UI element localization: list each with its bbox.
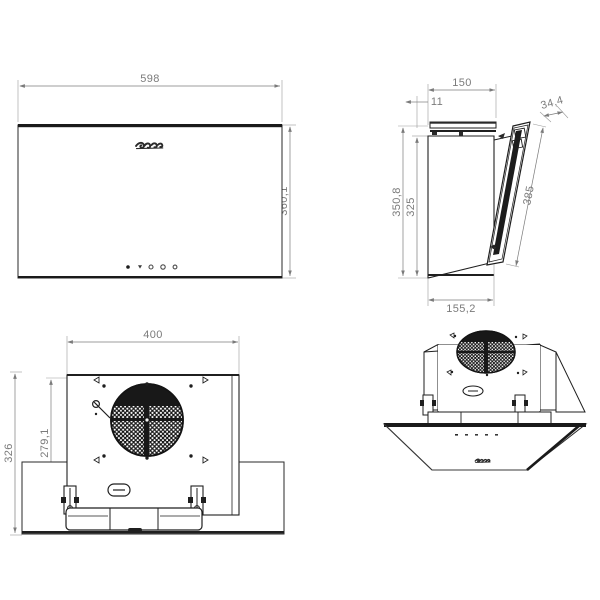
iso-control-5-icon[interactable] — [495, 434, 498, 436]
iso-screw-4 — [485, 373, 489, 377]
dim-side-bottom-depth-label: 155,2 — [446, 303, 476, 315]
plan-body-back-edge — [67, 374, 239, 376]
iso-arrow-bl — [446, 369, 452, 376]
iso-grease-filter — [427, 411, 552, 425]
dim-front-width-label: 598 — [140, 73, 160, 85]
plan-filter-handle[interactable] — [128, 528, 142, 532]
front-glass-panel — [17, 124, 283, 279]
front-top-edge — [18, 124, 282, 128]
side-elevation-view: 150 11 34,4 350,8 325 — [391, 77, 569, 315]
plan-screw-3 — [189, 384, 193, 388]
dimension-collar-offset: 11 — [405, 96, 443, 108]
iso-control-3-icon[interactable] — [475, 434, 478, 436]
side-glass-core — [493, 130, 522, 255]
dim-side-body-height-label: 325 — [405, 197, 417, 217]
plan-screw-5 — [145, 456, 149, 460]
plan-screw-6 — [189, 454, 193, 458]
iso-screw-2 — [514, 335, 518, 339]
plan-arrow-tl — [93, 376, 100, 384]
side-duct-collar-top — [430, 121, 496, 124]
side-body-outline — [427, 135, 495, 279]
iso-control-2-icon[interactable] — [465, 434, 468, 436]
plan-arrow-bl — [93, 456, 100, 464]
plan-arrow-tr — [202, 376, 209, 384]
front-bottom-edge — [18, 276, 282, 278]
control-speed-3-icon[interactable] — [160, 264, 166, 270]
control-power-icon[interactable] — [126, 265, 130, 269]
dim-plan-outer-depth-label: 326 — [3, 443, 15, 463]
iso-arrow-br — [522, 369, 528, 376]
dim-plan-width-label: 400 — [143, 329, 163, 341]
dimension-side-collar-width: 150 — [428, 77, 495, 92]
side-body-bottom-edge — [428, 274, 494, 276]
iso-control-1-icon[interactable] — [455, 434, 458, 436]
iso-body-right-wall — [555, 351, 586, 413]
dim-glass-length-label: 385 — [521, 185, 537, 206]
side-body-top-edge — [430, 130, 496, 132]
iso-control-panel[interactable] — [455, 434, 498, 436]
front-control-panel[interactable] — [126, 264, 178, 270]
dimension-glass-length: 385 — [505, 123, 547, 268]
isometric-view — [382, 330, 588, 471]
control-light-icon[interactable] — [172, 264, 178, 270]
iso-whirlpool-logo — [474, 458, 491, 463]
dimension-side-bottom-depth: 155,2 — [428, 298, 493, 315]
plan-hinge-bracket-left — [61, 485, 79, 515]
side-hinge-tab — [498, 133, 505, 139]
iso-control-4-icon[interactable] — [485, 434, 488, 436]
plan-grease-filter — [65, 507, 203, 532]
plan-bottom-view: 400 279,1 326 — [3, 329, 285, 536]
release-knob-icon[interactable] — [107, 483, 131, 497]
iso-fan-grille-icon — [456, 330, 516, 374]
iso-screw-5 — [516, 371, 520, 375]
side-mount-screw — [459, 132, 463, 136]
dimension-glass-thickness: 34,4 — [539, 94, 569, 123]
iso-release-knob-icon[interactable] — [462, 385, 484, 397]
control-speed-2-icon[interactable] — [148, 264, 154, 270]
control-speed-1-icon[interactable] — [138, 265, 142, 269]
plan-screw-1 — [102, 384, 106, 388]
dim-plan-inner-depth-label: 279,1 — [39, 428, 51, 458]
iso-glass-top-edge — [384, 423, 586, 427]
plan-fixing-screw-detail — [91, 400, 111, 419]
plan-screw-4 — [102, 454, 106, 458]
plan-arrow-br — [202, 456, 209, 464]
iso-arrow-tl — [449, 332, 455, 339]
dimension-front-width: 598 — [19, 73, 280, 88]
dimension-side-total-height: 350,8 — [391, 127, 405, 276]
iso-arrow-tr — [522, 333, 528, 340]
front-elevation-view: 598 360,1 — [17, 73, 296, 279]
dimension-plan-outer-depth: 326 — [3, 373, 17, 533]
dim-side-total-height-label: 350,8 — [391, 187, 403, 217]
plan-glass-front-edge — [22, 531, 284, 534]
dim-collar-offset-label: 11 — [431, 96, 443, 108]
dimension-side-body-height: 325 — [405, 137, 419, 276]
dimension-plan-width: 400 — [67, 329, 238, 344]
plan-screw-7 — [94, 412, 98, 416]
dim-collar-width-label: 150 — [452, 77, 472, 89]
plan-screw-2 — [145, 382, 149, 386]
whirlpool-logo — [135, 141, 164, 150]
side-mount-clip-left — [432, 132, 437, 135]
fan-grille-icon — [110, 383, 184, 457]
